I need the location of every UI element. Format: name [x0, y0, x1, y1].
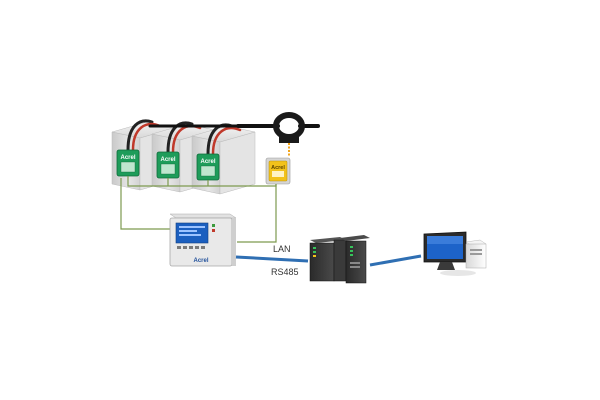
current-sensor-module: Acrel	[265, 157, 291, 185]
lan-label: LAN	[273, 244, 291, 254]
sensor-brand-label: Acrel	[271, 165, 285, 171]
gateway-icon	[309, 235, 370, 284]
bus-wiring	[120, 176, 277, 243]
battery-module: Acrel	[156, 151, 180, 179]
monitor-brand-label: Acrel	[193, 258, 208, 264]
computer-icon	[423, 231, 487, 276]
battery-module: Acrel	[196, 153, 220, 181]
module-brand-label: Acrel	[200, 159, 215, 165]
module-brand-label: Acrel	[160, 157, 175, 163]
battery-bank: Acrel Acrel Acrel	[111, 119, 320, 195]
module-brand-label: Acrel	[120, 155, 135, 161]
current-clamp-icon	[273, 112, 305, 156]
monitor-unit-icon: Acrel	[169, 213, 237, 267]
battery-module: Acrel	[116, 149, 140, 177]
rs485-label: RS485	[271, 267, 299, 277]
network-links	[235, 254, 422, 267]
